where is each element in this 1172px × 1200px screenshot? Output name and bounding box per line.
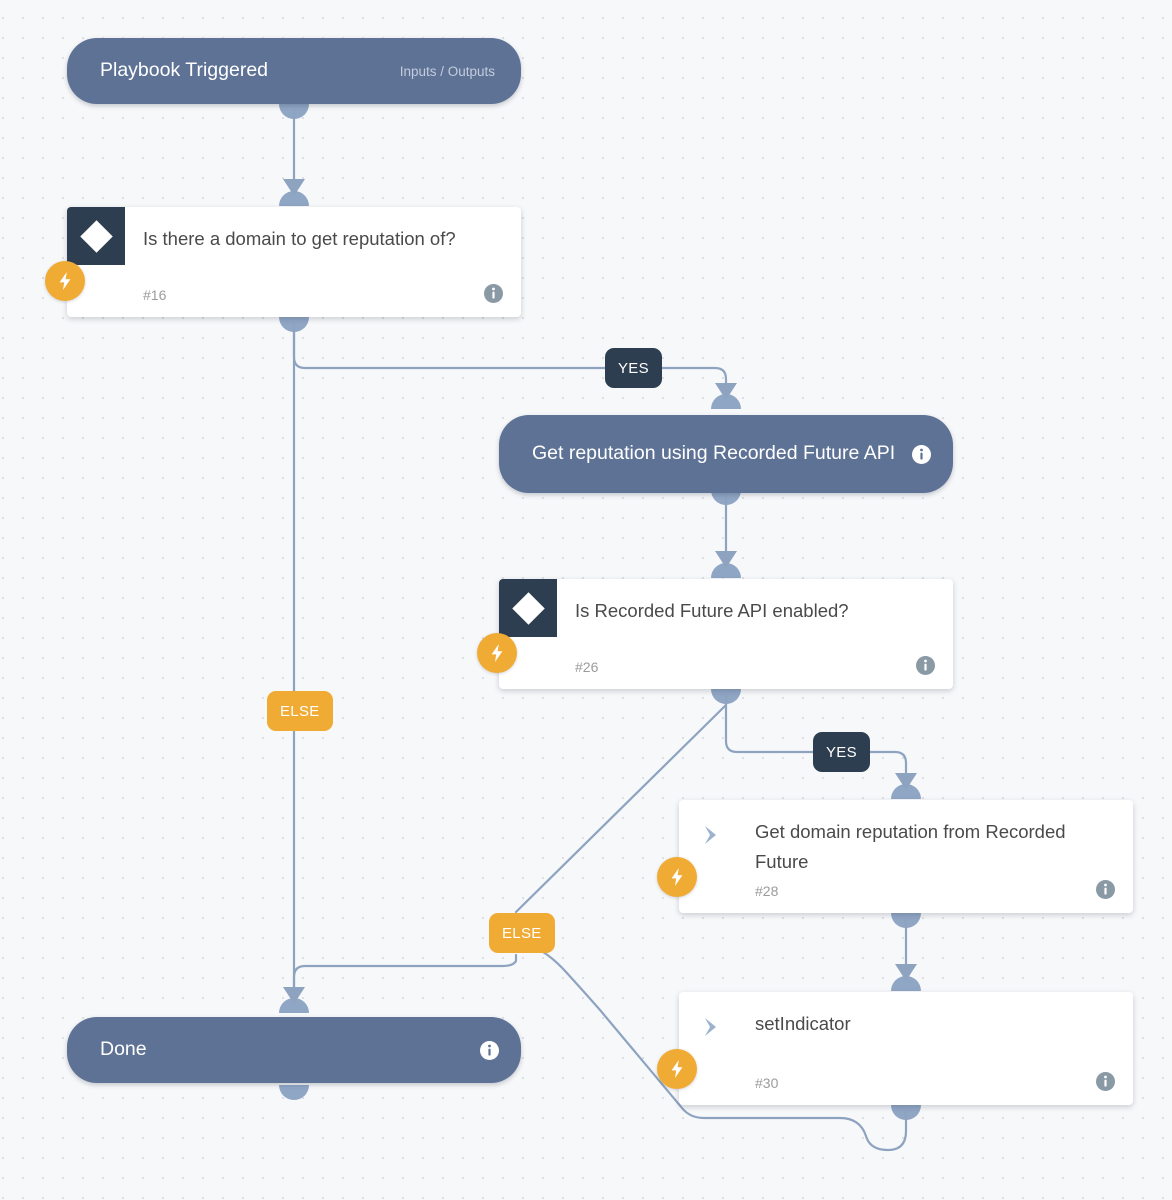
arrow-cond16-in bbox=[283, 179, 305, 196]
dock-cond16-out bbox=[279, 317, 309, 332]
arrow-done-in bbox=[283, 987, 305, 1004]
info-icon[interactable] bbox=[480, 1040, 499, 1060]
node-condition-16[interactable]: Is there a domain to get reputation of? … bbox=[45, 207, 521, 317]
edge-cond26-else-to-done bbox=[292, 953, 518, 991]
node-done[interactable]: Done bbox=[67, 1017, 521, 1083]
dock-task30-in bbox=[891, 976, 921, 991]
node-task-28[interactable]: Get domain reputation from Recorded Futu… bbox=[657, 800, 1133, 913]
diamond-icon bbox=[499, 579, 557, 637]
dock-task30-out bbox=[891, 1105, 921, 1120]
dock-cond26-out bbox=[711, 689, 741, 704]
section-get-reputation-title: Get reputation using Recorded Future API bbox=[532, 442, 896, 465]
node-playbook-triggered[interactable]: Playbook Triggered Inputs / Outputs bbox=[67, 38, 521, 104]
dock-start-out bbox=[279, 104, 309, 119]
dock-task28-in bbox=[891, 784, 921, 799]
lightning-icon bbox=[477, 633, 517, 673]
branch-label-yes-domain[interactable]: YES bbox=[605, 348, 662, 388]
dock-cond26-in bbox=[711, 563, 741, 578]
lightning-icon bbox=[657, 857, 697, 897]
lightning-icon bbox=[45, 261, 85, 301]
task-30-id: #30 bbox=[755, 1075, 779, 1091]
playbook-triggered-subtitle: Inputs / Outputs bbox=[399, 63, 495, 79]
info-icon[interactable] bbox=[916, 656, 935, 675]
lightning-icon bbox=[657, 1049, 697, 1089]
branch-label-else-api-text: ELSE bbox=[502, 924, 542, 942]
dock-done-out bbox=[279, 1085, 309, 1100]
dock-done-in bbox=[279, 998, 309, 1013]
condition-16-id: #16 bbox=[143, 287, 167, 303]
chevron-right-icon bbox=[700, 1014, 726, 1040]
dock-section-in bbox=[711, 394, 741, 409]
branch-label-yes-api[interactable]: YES bbox=[813, 732, 870, 772]
done-title: Done bbox=[100, 1038, 147, 1061]
condition-26-title: Is Recorded Future API enabled? bbox=[575, 600, 849, 621]
info-icon[interactable] bbox=[1096, 1072, 1115, 1091]
arrow-section-in bbox=[715, 383, 737, 400]
node-section-get-reputation[interactable]: Get reputation using Recorded Future API bbox=[499, 415, 953, 493]
task-28-title: Get domain reputation from Recorded Futu… bbox=[755, 821, 1066, 873]
diamond-icon bbox=[67, 207, 125, 265]
branch-label-else-api[interactable]: ELSE bbox=[489, 913, 555, 953]
dock-cond16-in bbox=[279, 191, 309, 206]
arrow-cond26-in bbox=[715, 551, 737, 568]
info-icon[interactable] bbox=[1096, 880, 1115, 899]
info-icon[interactable] bbox=[484, 284, 503, 303]
node-task-30[interactable]: setIndicator #30 bbox=[657, 992, 1133, 1105]
condition-16-title: Is there a domain to get reputation of? bbox=[143, 228, 456, 249]
chevron-right-icon bbox=[700, 822, 726, 848]
playbook-triggered-title: Playbook Triggered bbox=[100, 59, 269, 82]
node-condition-26[interactable]: Is Recorded Future API enabled? #26 bbox=[477, 579, 953, 689]
branch-label-else-domain[interactable]: ELSE bbox=[267, 691, 333, 731]
arrow-task30-in bbox=[895, 964, 917, 981]
arrow-task28-in bbox=[895, 773, 917, 790]
task-30-title: setIndicator bbox=[755, 1013, 851, 1034]
condition-26-id: #26 bbox=[575, 659, 599, 675]
branch-label-yes-api-text: YES bbox=[826, 743, 857, 761]
task-28-id: #28 bbox=[755, 883, 779, 899]
info-icon[interactable] bbox=[912, 444, 931, 464]
dock-task28-out bbox=[891, 913, 921, 928]
branch-label-yes-domain-text: YES bbox=[618, 359, 649, 377]
branch-label-else-domain-text: ELSE bbox=[280, 702, 320, 720]
